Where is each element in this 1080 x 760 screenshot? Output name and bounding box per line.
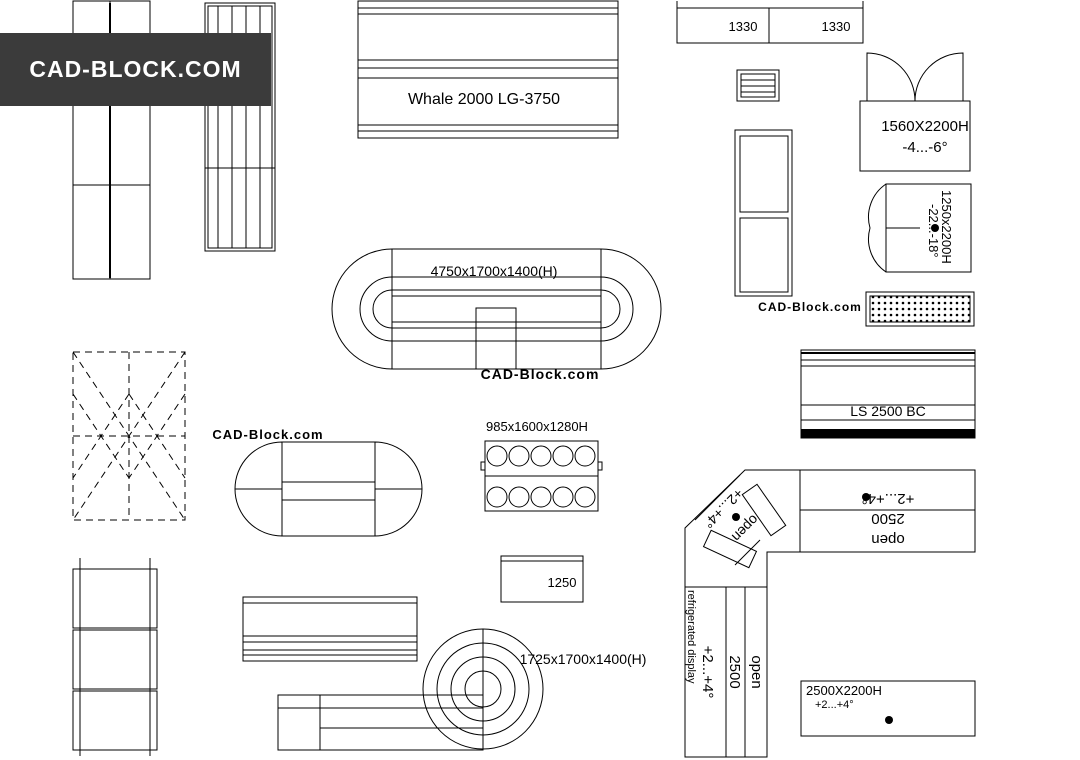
oval-island-block [331,248,662,370]
stacked-cases-block [72,558,158,756]
small-case-1250-label: 1250 [548,575,577,590]
corner-display-block [684,469,976,758]
whale-label: Whale 2000 LG-3750 [408,91,560,108]
corner-v-temp-label: +2...+4° [699,646,716,699]
bottom-cabinet-block [800,680,976,737]
floor-grate-block [736,69,780,102]
case-pair-1330-left-label: 1330 [729,19,758,34]
small-case-1250-block [500,555,584,603]
round-combo-block [277,628,544,751]
tall-cabinet-block [734,129,793,297]
bottom-cabinet-size-label: 2500X2200H [806,683,882,698]
basket-rack-block [480,440,603,512]
door-cabinet-temp-label: -4...-6° [902,139,947,156]
dashed-table-block [72,351,186,521]
chest-counter-block [242,596,418,662]
freezer-temp-label: -22...-18° [926,204,941,258]
freezer-size-label: 1250x2200H [939,190,954,264]
door-cabinet-size-label: 1560X2200H [881,118,969,135]
corner-h-open-label: open [871,531,904,548]
watermark-banner: CAD-BLOCK.COM [0,33,271,106]
corner-h-len-label: 2500 [871,510,904,527]
case-pair-1330-block [676,1,864,44]
case-pair-1330-right-label: 1330 [822,19,851,34]
corner-v-len-label: 2500 [726,655,743,688]
watermark-text-1: CAD-Block.com [481,366,600,382]
watermark-text-2: CAD-Block.com [212,427,323,442]
corner-v-open-label: open [748,655,765,688]
freezer-label: 1250x2200H -22...-18° [926,190,954,267]
watermark-text-3: CAD-Block.com [758,300,862,314]
rounded-display-block [234,441,423,537]
ls-counter-label: LS 2500 BC [850,403,926,419]
door-cabinet-block [859,52,971,172]
whale-cabinet-block [357,0,619,139]
bottom-cabinet-temp-label: +2...+4° [815,699,854,711]
dotted-strip-block [865,291,975,327]
basket-rack-label: 985x1600x1280H [486,419,588,434]
oval-island-label: 4750x1700x1400(H) [431,263,558,279]
round-combo-label: 1725x1700x1400(H) [520,651,647,667]
ls-counter-block [800,349,976,439]
freezer-cabinet-block [867,183,972,273]
corner-v-caption-label: refrigerated display [685,590,697,684]
corner-h-temp-label: +2...+4° [862,490,915,507]
